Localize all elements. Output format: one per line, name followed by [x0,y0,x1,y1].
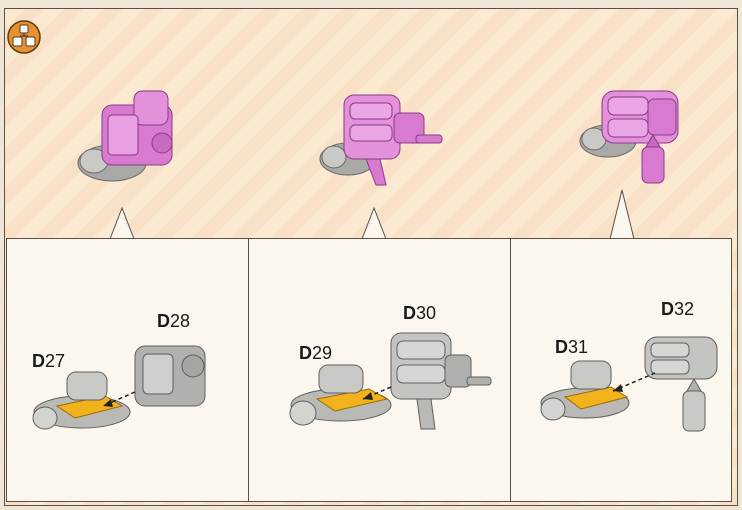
assembly-panel-2: D29 D30 [249,239,511,501]
engine-assembly-diagram-1 [27,334,227,454]
part-label-d30: D30 [403,303,436,324]
engine-assembly-diagram-2 [279,329,499,439]
part-label-d32: D32 [661,299,694,320]
assembly-panel-3: D31 D32 [511,239,731,501]
part-label-d28: D28 [157,311,190,332]
assembly-panel-1: D27 D28 [7,239,249,501]
engine-assembly-diagram-3 [535,327,725,442]
assembly-panels: D27 D28 D29 D30 [6,238,732,502]
